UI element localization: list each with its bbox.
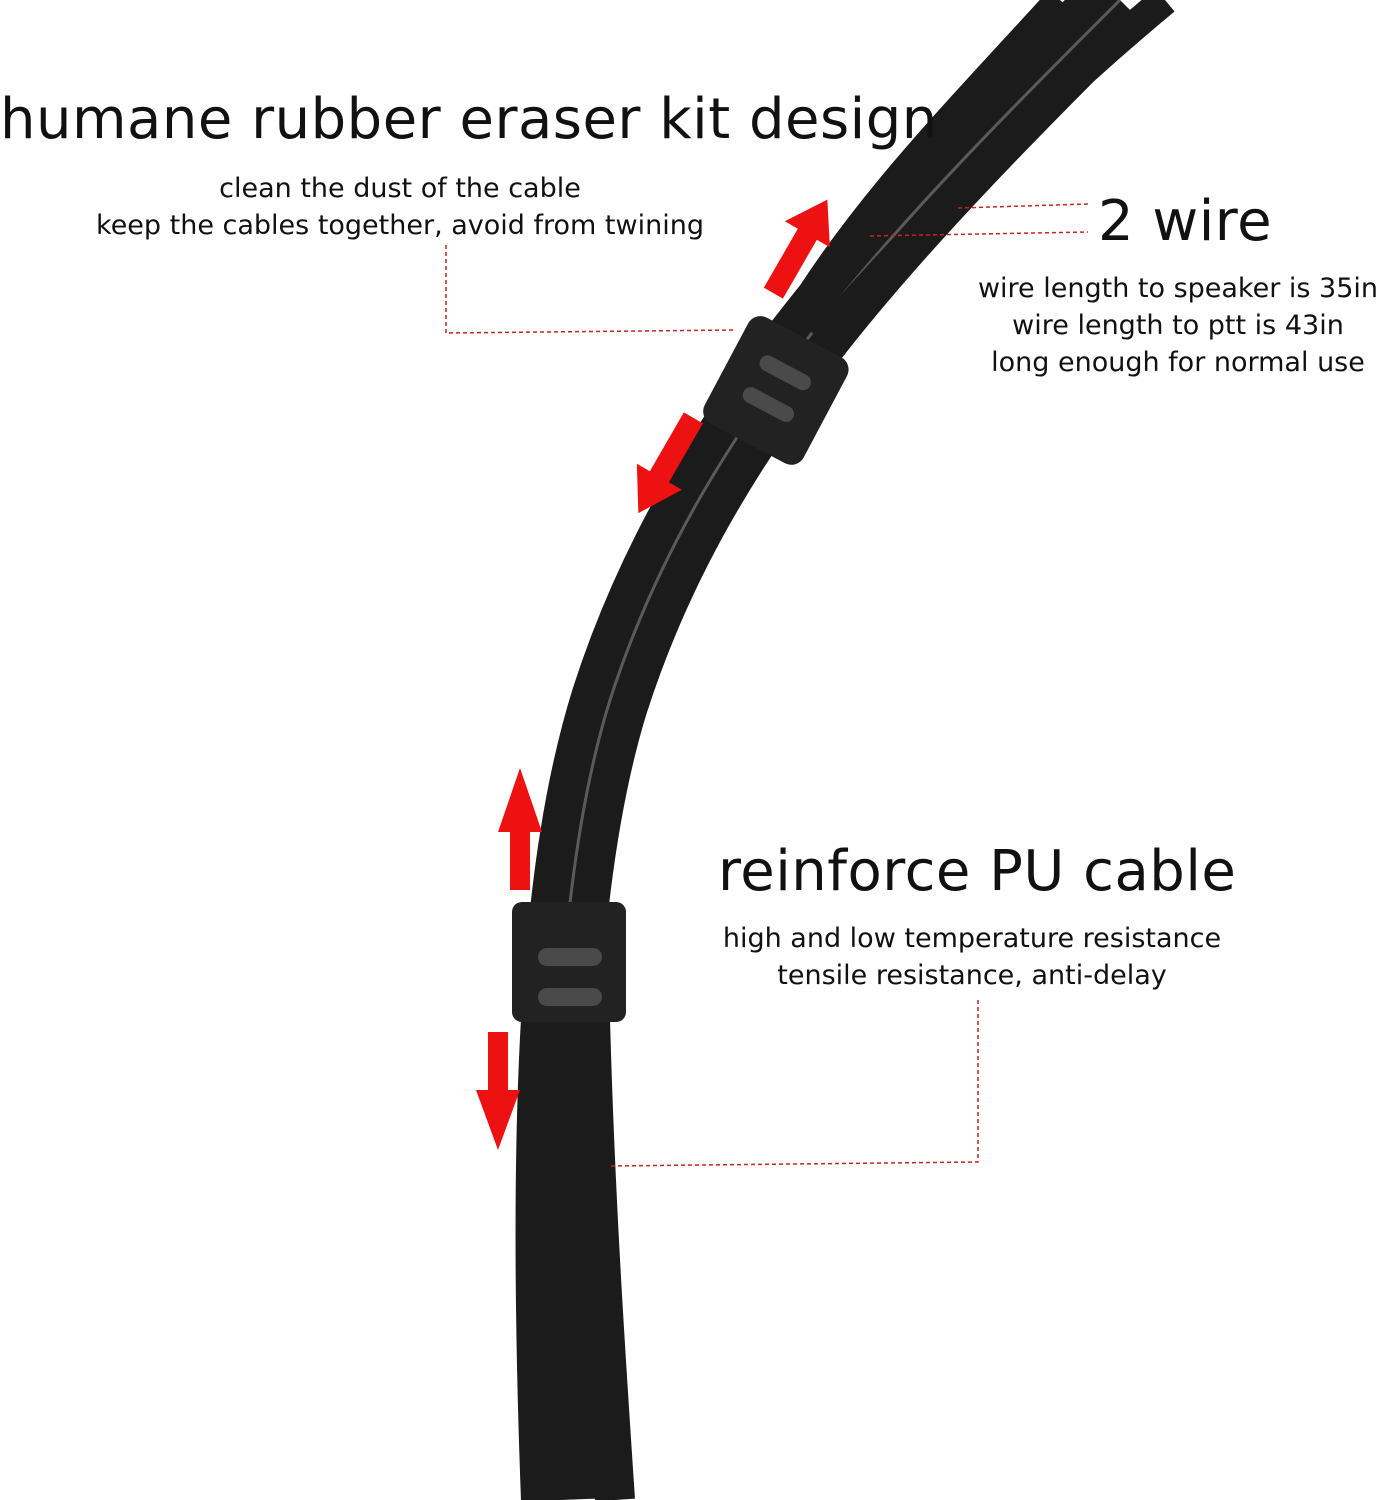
red-arrow-icon [636,412,703,514]
leader-two-wire-a [957,203,1089,209]
eraser-kit-title: humane rubber eraser kit design [0,87,938,152]
leader-lines [445,203,1089,1167]
cable-clip-lower [512,902,626,1022]
leader-eraser-kit [445,245,736,334]
cable-clip-upper [703,316,849,465]
red-arrow-icon [763,199,830,299]
pu-cable-line-1: high and low temperature resistance [722,923,1222,954]
leader-two-wire-b [869,231,1089,237]
two-wire-line-2: wire length to ptt is 43in [1012,310,1344,341]
two-wire-line-3: long enough for normal use [991,347,1365,378]
two-wire-title: 2 wire [1098,189,1273,254]
wire-right-bottom [570,1019,635,1500]
wire-left-top [777,0,1072,338]
eraser-kit-line-1: clean the dust of the cable [219,173,581,204]
red-arrow-icon [498,768,542,890]
leader-pu-cable [609,1000,979,1167]
pu-cable-line-2: tensile resistance, anti-delay [777,960,1167,991]
pu-cable-description: high and low temperature resistance tens… [716,920,1228,994]
wire-left-bottom [525,1019,580,1500]
two-wire-line-1: wire length to speaker is 35in [977,273,1379,304]
wire-right-top [808,0,1175,351]
eraser-kit-description: clean the dust of the cable keep the cab… [88,170,712,244]
eraser-kit-line-2: keep the cables together, avoid from twi… [96,210,704,241]
pu-cable-title: reinforce PU cable [718,839,1237,904]
red-arrow-icon [476,1032,520,1150]
two-wire-description: wire length to speaker is 35in wire leng… [974,270,1382,381]
